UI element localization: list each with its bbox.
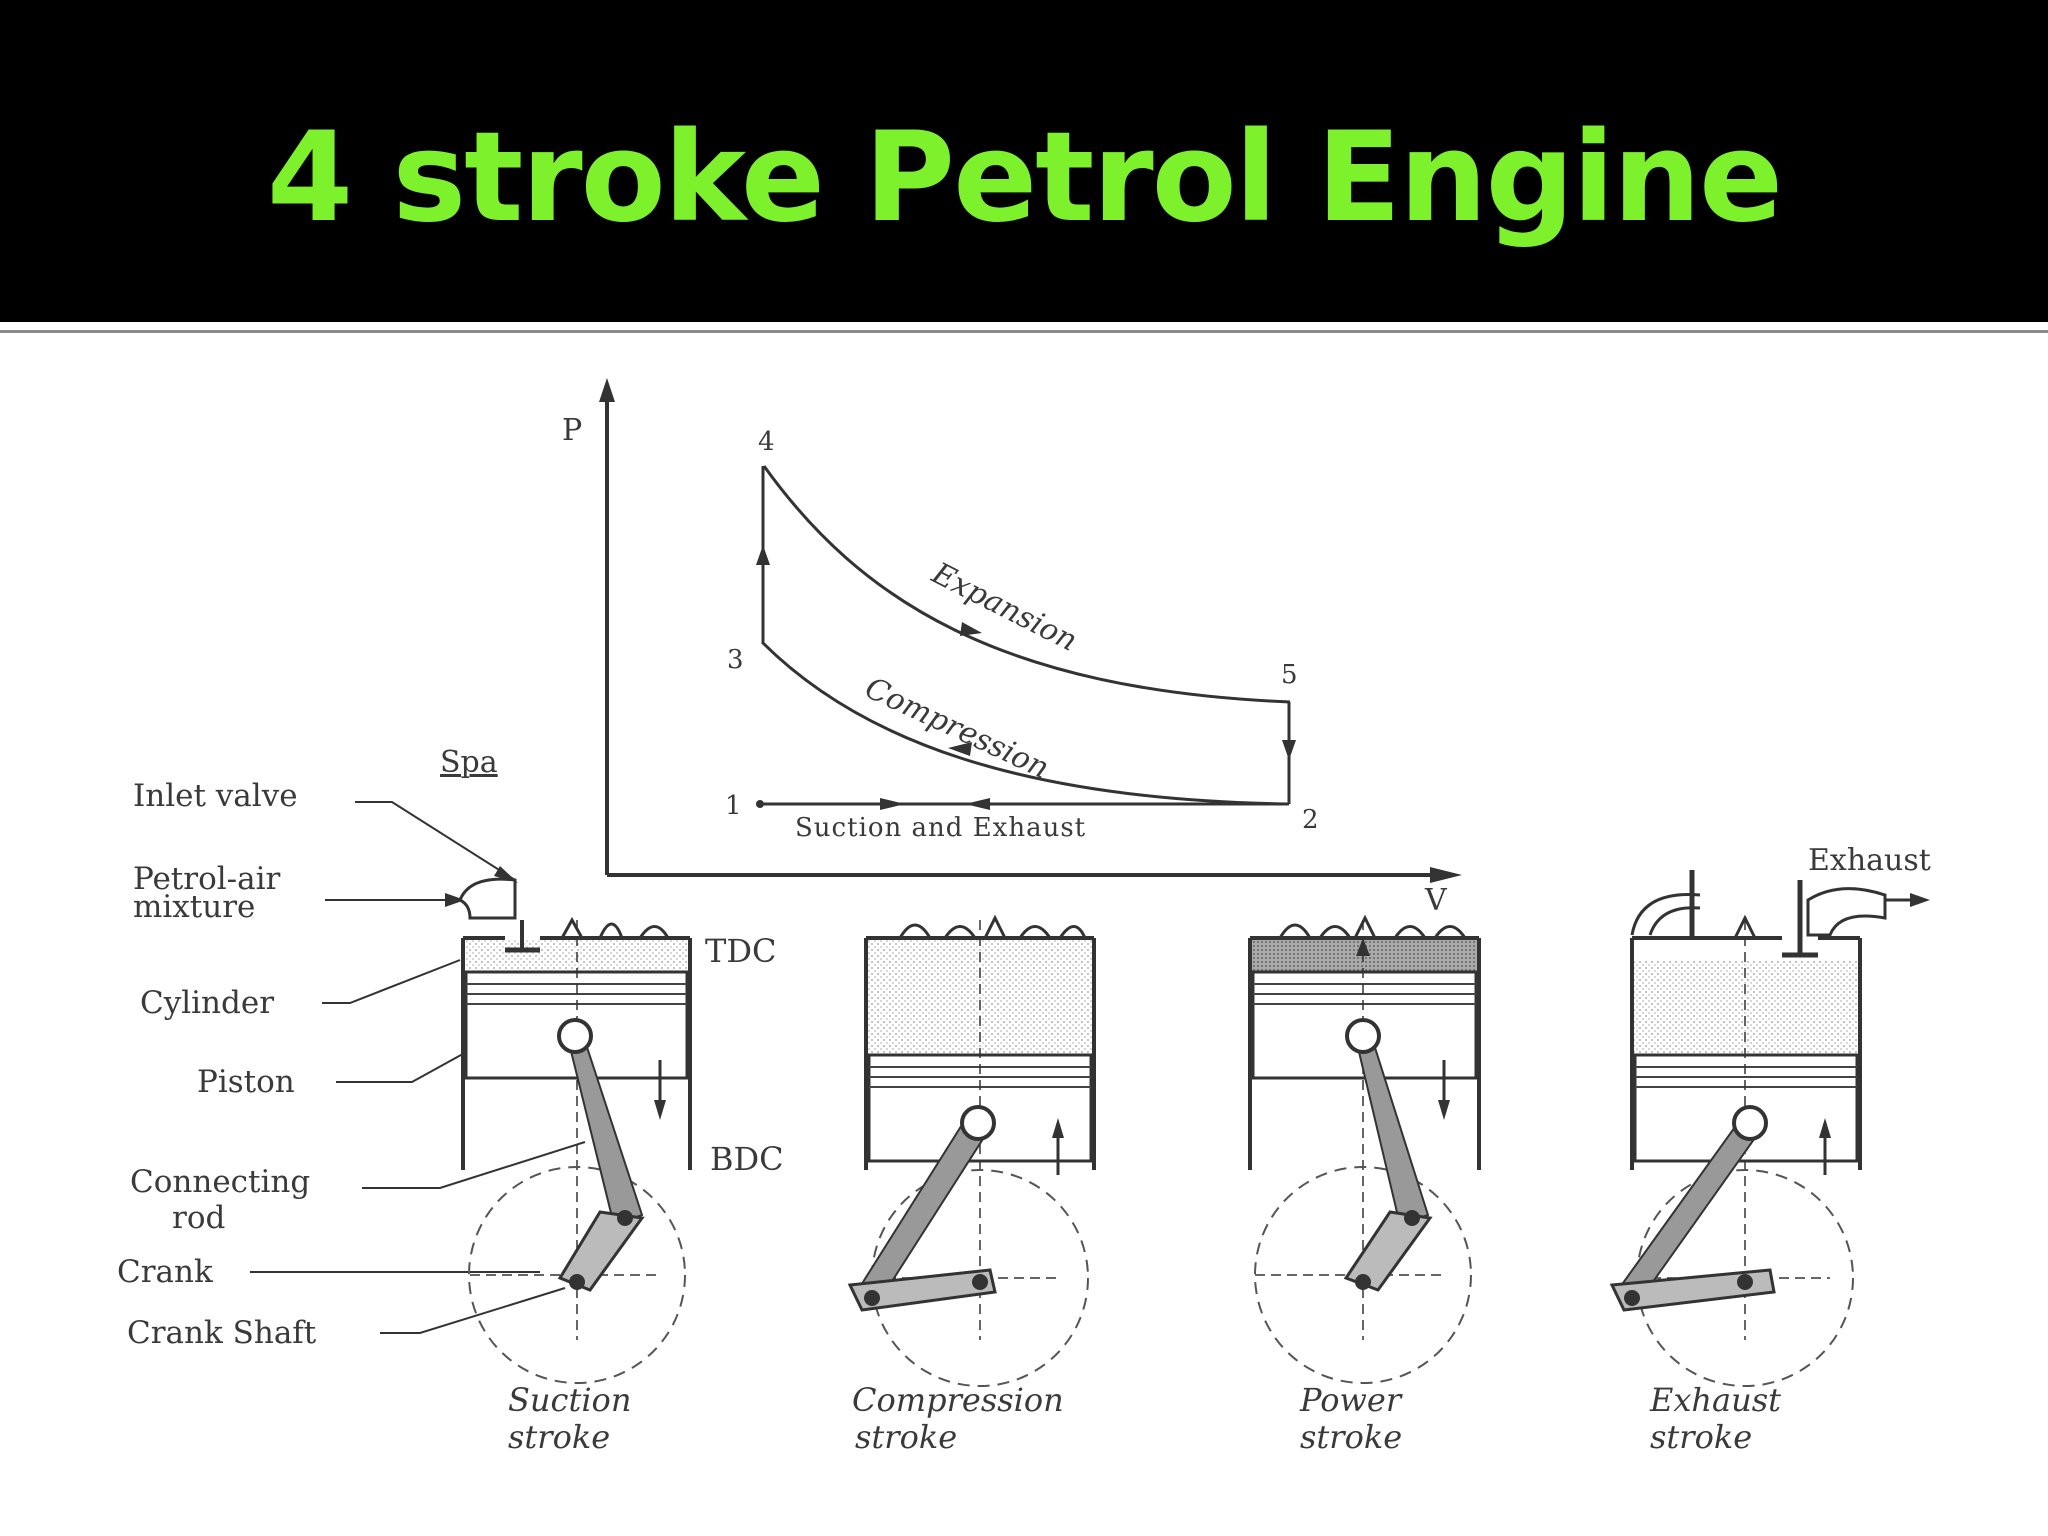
piston-label: Piston — [197, 1064, 295, 1100]
power-caption: Power — [1299, 1381, 1403, 1419]
exhaust-piston-rings — [1635, 1066, 1857, 1088]
cylinder-leader — [322, 959, 461, 1004]
point-5-label: 5 — [1281, 660, 1298, 690]
compression-curve — [760, 640, 1290, 806]
exhaust-caption: Exhaust — [1649, 1381, 1781, 1419]
power-caption-2: stroke — [1300, 1418, 1402, 1456]
compression-direction-arrow — [1052, 1118, 1064, 1138]
exhaust-crank-shaft — [1737, 1274, 1753, 1290]
engine-exhaust — [1609, 870, 1930, 1387]
power-crank-circle — [1254, 1166, 1472, 1384]
bdc-label: BDC — [710, 1140, 784, 1178]
power-piston-rings — [1253, 983, 1476, 1005]
compression-valves — [898, 914, 1087, 939]
title-bar — [0, 0, 2048, 322]
power-force-arrow — [1356, 938, 1370, 956]
suction-crank-pin — [617, 1210, 633, 1226]
piston-leader — [336, 1049, 471, 1083]
inlet-valve-label: Inlet valve — [133, 778, 298, 814]
part-labels: Spa Inlet valve Petrol-air mixture Cylin… — [117, 745, 1931, 1351]
exhaust-port — [1806, 887, 1887, 937]
point-4-label: 4 — [758, 427, 775, 457]
pv-diagram: P V 4 3 5 1 2 Expansion Compression Suct… — [562, 378, 1462, 918]
header-divider-gray — [0, 330, 2048, 333]
exhaust-direction-arrow — [1819, 1118, 1831, 1138]
exhaust-label: Exhaust — [1808, 843, 1931, 878]
engine-power — [1248, 914, 1481, 1384]
suction-exhaust-label: Suction and Exhaust — [795, 813, 1086, 843]
compression-crank-pin — [864, 1290, 880, 1306]
page-title: 4 stroke Petrol Engine — [266, 106, 1783, 250]
exhaust-gases — [1634, 960, 1858, 1055]
compression-crank-shaft — [972, 1274, 988, 1290]
expansion-curve — [762, 465, 1291, 704]
connecting-rod-label-2: rod — [172, 1200, 225, 1236]
exhaust-caption-2: stroke — [1650, 1418, 1752, 1456]
pv-x-axis-label: V — [1424, 883, 1448, 918]
power-direction-arrow — [1438, 1100, 1450, 1120]
power-crank-pin — [1404, 1210, 1420, 1226]
power-crank-shaft — [1355, 1274, 1371, 1290]
suction-caption: Suction — [508, 1381, 631, 1419]
crank-shaft-leader — [380, 1287, 566, 1334]
stroke-captions: Suction stroke Compression stroke Power … — [508, 1381, 1781, 1456]
spa-label: Spa — [440, 745, 498, 780]
compression-gudgeon-pin — [960, 1105, 996, 1141]
point-2-label: 2 — [1302, 805, 1319, 835]
petrol-air-leader-arrow — [445, 893, 465, 907]
tdc-label: TDC — [705, 932, 776, 970]
point-1-label: 1 — [725, 791, 742, 821]
suction-intake-port — [458, 877, 517, 920]
inlet-valve-leader — [355, 801, 516, 881]
expansion-arrow — [960, 622, 982, 636]
exhaust-crank-web — [1609, 1268, 1776, 1312]
petrol-air-label: Petrol-air — [133, 861, 281, 897]
cylinder-label: Cylinder — [140, 985, 274, 1021]
exhaust-arrow — [965, 798, 990, 810]
connecting-rod-leader — [362, 1141, 586, 1189]
engine-suction — [458, 877, 692, 1384]
pv-x-axis-arrow — [1430, 867, 1462, 883]
compression-caption: Compression — [852, 1381, 1064, 1419]
suction-gudgeon-pin — [557, 1018, 593, 1054]
release-arrow — [1282, 740, 1296, 760]
combustion-arrow — [756, 545, 770, 565]
point-1-marker — [756, 800, 764, 808]
exhaust-flow-arrow — [1910, 893, 1930, 907]
compression-crank-web — [847, 1268, 997, 1312]
crank-shaft-label: Crank Shaft — [127, 1315, 317, 1351]
suction-direction-arrow — [654, 1100, 666, 1120]
petrol-air-mixture-label: mixture — [133, 889, 255, 925]
compression-arrow — [948, 742, 972, 756]
compression-crank-circle — [871, 1169, 1089, 1387]
compression-caption-2: stroke — [855, 1418, 957, 1456]
suction-crank-circle — [468, 1166, 686, 1384]
exhaust-gudgeon-pin — [1732, 1105, 1768, 1141]
header-divider-white — [0, 322, 2048, 326]
suction-spark-plug — [560, 916, 670, 939]
exhaust-crank-pin — [1624, 1290, 1640, 1306]
power-valves — [1278, 914, 1467, 939]
exhaust-spark-plug — [1733, 914, 1757, 939]
engine-compression — [847, 914, 1096, 1387]
exhaust-crank-circle — [1636, 1169, 1854, 1387]
pv-y-axis-label: P — [562, 413, 582, 448]
expansion-label: Expansion — [925, 555, 1082, 658]
power-gudgeon-pin — [1345, 1018, 1381, 1054]
pv-y-axis-arrow — [599, 378, 615, 402]
suction-caption-2: stroke — [508, 1418, 610, 1456]
suction-arrow — [880, 798, 905, 810]
point-3-label: 3 — [727, 645, 744, 675]
crank-label: Crank — [117, 1254, 213, 1290]
connecting-rod-label: Connecting — [130, 1164, 310, 1200]
suction-crank-shaft — [569, 1274, 585, 1290]
